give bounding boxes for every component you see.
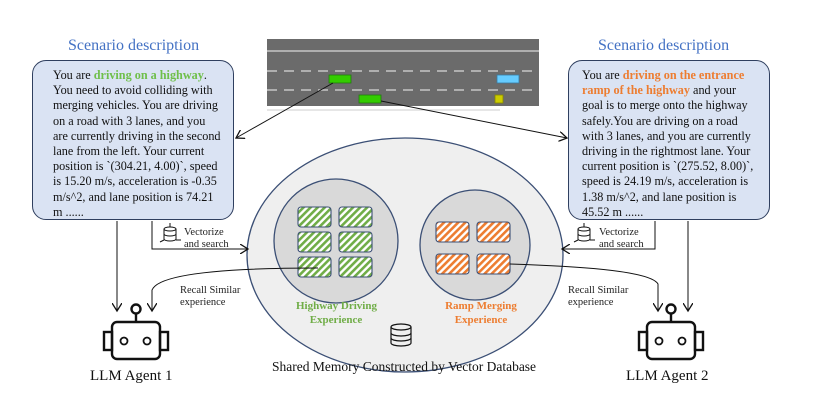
vectorize-line2: and search	[599, 239, 644, 250]
arrow-vectorize-left	[151, 221, 248, 249]
ramp-cluster	[419, 189, 531, 301]
memory-item-highway	[338, 206, 373, 228]
left-text-suffix: . You need to avoid colliding with mergi…	[53, 68, 221, 219]
vectorize-line1: Vectorize	[184, 227, 224, 238]
ego-vehicle-highway	[328, 74, 352, 84]
arrow-vectorize-right	[562, 221, 656, 249]
other-vehicle-blue	[496, 74, 520, 84]
memory-item-ramp	[435, 253, 470, 275]
left-panel-title: Scenario description	[68, 37, 200, 54]
vectorize-line2: and search	[184, 239, 229, 250]
other-vehicle-yellow	[494, 94, 504, 104]
road-scene	[267, 39, 539, 111]
memory-item-ramp	[476, 253, 511, 275]
highway-label-line2: Experience	[309, 314, 363, 326]
vectorize-icon-right	[573, 223, 595, 243]
pointer-line-left	[236, 82, 334, 138]
memory-item-highway	[338, 256, 373, 278]
recall-line2: experience	[180, 297, 226, 308]
arrow-recall-left	[152, 267, 319, 311]
right-highlight: driving on the entrance ramp of the high…	[582, 68, 745, 98]
ramp-cluster-label: Ramp Merging Experience	[441, 299, 521, 327]
highway-cluster	[273, 178, 399, 304]
right-panel-title: Scenario description	[598, 37, 730, 54]
right-scenario-box: You are driving on the entrance ramp of …	[568, 60, 770, 220]
memory-item-highway	[297, 206, 332, 228]
highway-cluster-label: Highway Driving Experience	[296, 299, 377, 327]
recall-label-right: Recall Similar experience	[568, 285, 628, 309]
robot-icon	[637, 303, 705, 361]
recall-line2: experience	[568, 297, 614, 308]
vectorize-label-left: Vectorize and search	[184, 227, 229, 251]
right-text-suffix: and your goal is to merge onto the highw…	[582, 83, 754, 219]
memory-item-highway	[297, 256, 332, 278]
vectorize-line1: Vectorize	[599, 227, 639, 238]
memory-item-highway	[338, 231, 373, 253]
memory-item-ramp	[435, 221, 470, 243]
vectorize-icon-left	[159, 223, 181, 243]
agent-1-label: LLM Agent 1	[90, 368, 173, 384]
vectorize-label-right: Vectorize and search	[599, 227, 644, 251]
arrow-recall-right	[509, 263, 658, 311]
ramp-label-line1: Ramp Merging	[445, 300, 517, 312]
recall-label-left: Recall Similar experience	[180, 285, 240, 309]
left-text-prefix: You are	[53, 68, 94, 82]
highway-label-line1: Highway Driving	[296, 300, 377, 312]
ego-vehicle-ramp	[358, 94, 382, 104]
recall-line1: Recall Similar	[568, 285, 629, 296]
recall-line1: Recall Similar	[180, 285, 241, 296]
memory-item-highway	[297, 231, 332, 253]
right-text-prefix: You are	[582, 68, 623, 82]
left-highlight: driving on a highway	[93, 68, 204, 82]
robot-icon	[102, 303, 170, 361]
memory-item-ramp	[476, 221, 511, 243]
ramp-cluster-circle	[419, 189, 531, 301]
highway-cluster-circle	[273, 178, 399, 304]
agent-2-label: LLM Agent 2	[626, 368, 709, 384]
memory-caption: Shared Memory Constructed by Vector Data…	[272, 359, 537, 374]
left-scenario-box: You are driving on a highway. You need t…	[32, 60, 234, 220]
database-icon	[390, 323, 412, 347]
ramp-label-line2: Experience	[454, 314, 508, 326]
pointer-line-right	[380, 100, 567, 138]
